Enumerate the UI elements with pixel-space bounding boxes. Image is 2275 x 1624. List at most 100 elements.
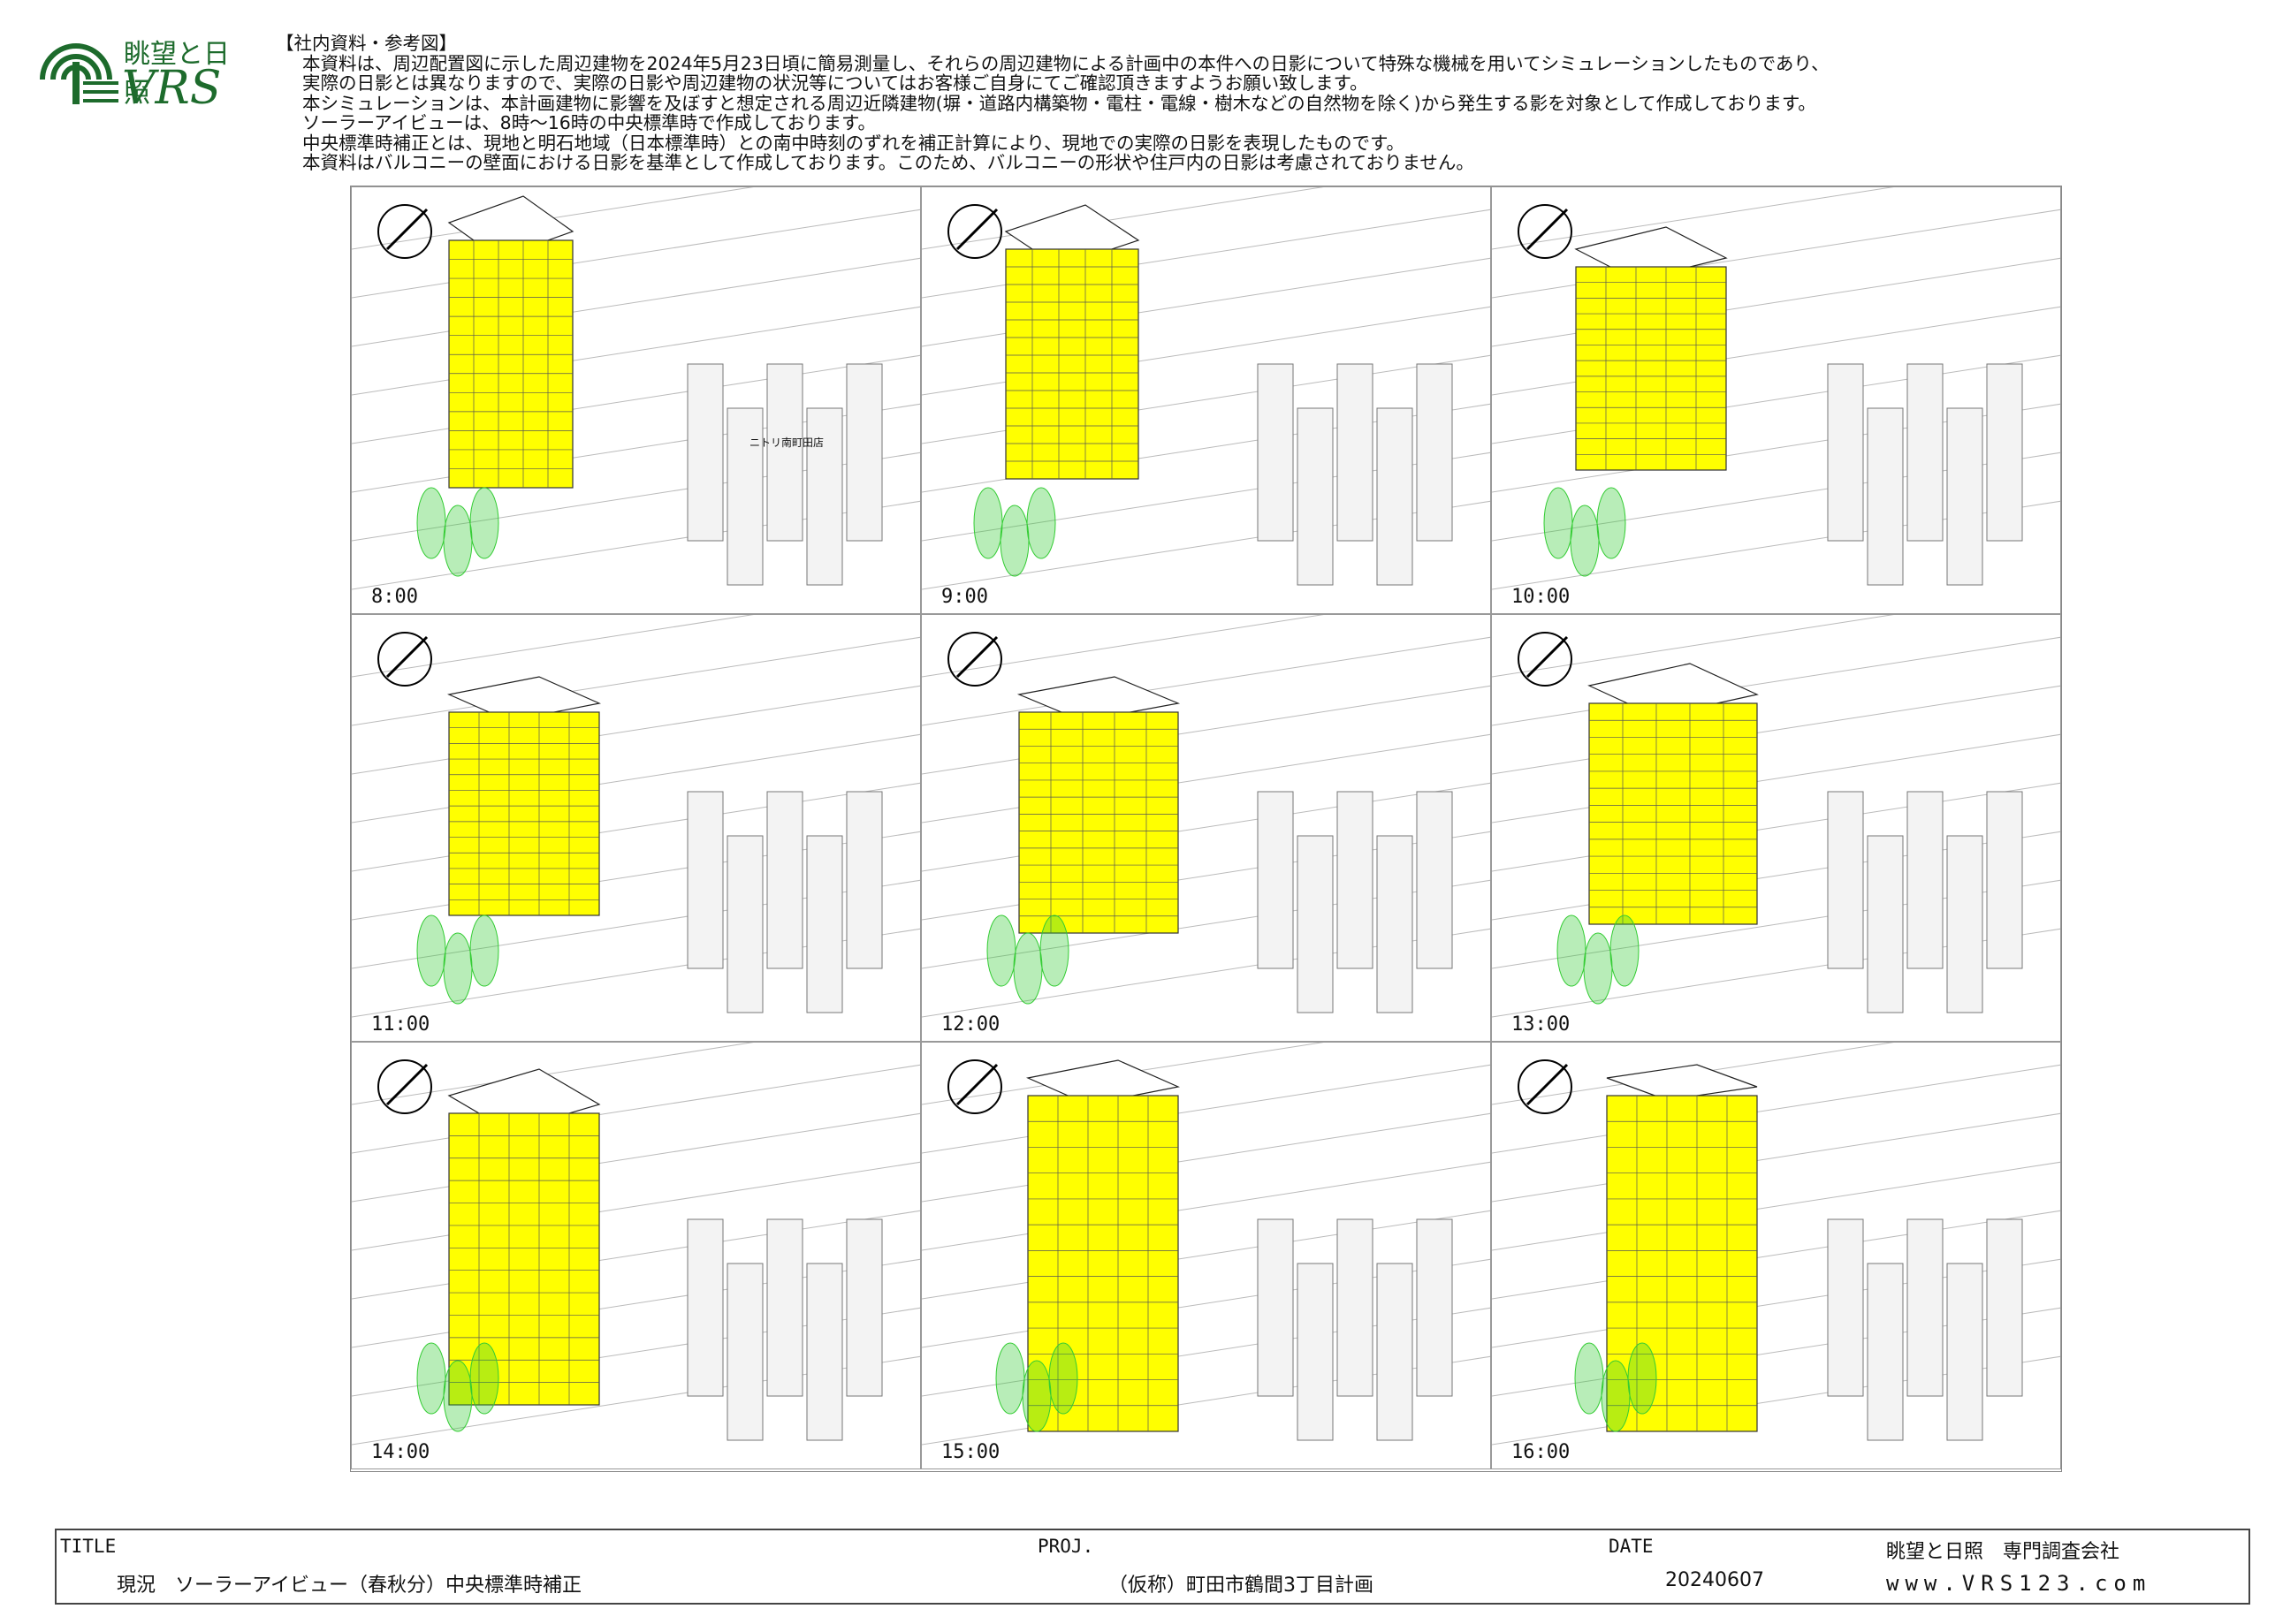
neighbor-building [727, 407, 764, 586]
compass-needle-icon [1526, 635, 1569, 679]
scene-drawing [1492, 1043, 2060, 1446]
planned-building-facade [1027, 1095, 1179, 1432]
tree-shape [1556, 914, 1586, 987]
street-line [1492, 187, 1894, 250]
neighbor-building [1336, 1218, 1373, 1397]
street-line [1492, 1043, 1894, 1105]
notes-line: 中央標準時補正とは、現地と明石地域（日本標準時）との南中時刻のずれを補正計算によ… [302, 132, 1405, 154]
neighbor-building [766, 791, 803, 969]
planned-building-roof [1606, 1064, 1758, 1101]
time-label: 10:00 [1511, 586, 1571, 608]
title-block: TITLE 現況 ソーラーアイビュー（春秋分）中央標準時補正 PROJ. （仮称… [55, 1529, 2250, 1605]
tree-shape [973, 487, 1003, 559]
vrs-logo: 眺望と日照 VRS [35, 27, 247, 115]
compass-needle-icon [1526, 1063, 1569, 1106]
time-label: 14:00 [371, 1441, 430, 1463]
street-line [922, 782, 1490, 872]
neighbor-building [687, 363, 724, 542]
tree-shape [1609, 914, 1640, 987]
street-line [352, 636, 920, 726]
neighbor-building [1257, 363, 1294, 542]
compass-circle-icon [1518, 632, 1572, 687]
neighbor-building [806, 835, 843, 1013]
compass-circle-icon [377, 632, 432, 687]
tree-shape [1026, 487, 1056, 559]
neighbor-building [1416, 791, 1453, 969]
neighbor-building [1416, 1218, 1453, 1397]
neighbor-building [766, 363, 803, 542]
time-label: 11:00 [371, 1013, 430, 1036]
sun-arc-logo-icon [40, 43, 118, 104]
tree-shape [1596, 487, 1626, 559]
tree-shape [443, 932, 473, 1005]
notes-line: ソーラーアイビューは、8時～16時の中央標準時で作成しております。 [302, 112, 877, 133]
neighbor-building [1376, 1263, 1413, 1441]
street-line [352, 615, 754, 678]
scene-drawing [1492, 615, 2060, 1018]
planned-building-facade [1005, 248, 1139, 480]
street-line [352, 685, 920, 775]
street-line [922, 615, 1324, 678]
website-text: www.VRS123.com [1886, 1571, 2152, 1596]
panel-0900: 9:00 [921, 186, 1491, 614]
date-label: DATE [1609, 1536, 1654, 1557]
notes-heading: 【社内資料・参考図】 [276, 33, 457, 54]
street-line [352, 782, 920, 872]
tree-shape [1039, 914, 1069, 987]
scene-drawing [352, 1043, 920, 1446]
street-line [1492, 1112, 2060, 1203]
neighbor-building [806, 407, 843, 586]
street-line [922, 636, 1490, 726]
compass-needle-icon [1526, 208, 1569, 251]
tree-shape [469, 1342, 499, 1415]
street-line [922, 1210, 1490, 1300]
neighbor-building [1827, 363, 1864, 542]
compass-needle-icon [385, 1063, 429, 1106]
time-label: 15:00 [941, 1441, 1001, 1463]
compass-needle-icon [385, 635, 429, 679]
tree-shape [443, 505, 473, 577]
logo-brand-text: 眺望と日照 [124, 39, 230, 109]
panel-1600: 16:00 [1491, 1042, 2061, 1469]
panel-1300: 13:00 [1491, 614, 2061, 1042]
neighbor-building [1376, 835, 1413, 1013]
compass-circle-icon [1518, 1059, 1572, 1114]
panel-1100: 11:00 [351, 614, 921, 1042]
street-line [922, 1112, 1490, 1203]
tree-shape [469, 914, 499, 987]
panel-1000: 10:00 [1491, 186, 2061, 614]
neighbor-building [1946, 1263, 1983, 1441]
neighbor-building [727, 835, 764, 1013]
tree-shape [986, 914, 1016, 987]
time-label: 8:00 [371, 586, 418, 608]
neighbor-building [1946, 407, 1983, 586]
street-line [1492, 1064, 2060, 1154]
tree-shape [1543, 487, 1573, 559]
neighbor-building [846, 363, 883, 542]
tree-shape [1583, 932, 1613, 1005]
scene-drawing [352, 187, 920, 590]
planned-building-facade [1575, 266, 1727, 471]
planned-building-facade [448, 239, 574, 489]
neighbor-building [846, 1218, 883, 1397]
logo-vrs-mark: VRS [122, 62, 222, 115]
scene-drawing [352, 615, 920, 1018]
neighbor-building [727, 1263, 764, 1441]
planned-building-facade [1606, 1095, 1758, 1432]
compass-needle-icon [955, 635, 999, 679]
compass-needle-icon [955, 208, 999, 251]
street-line [352, 187, 754, 250]
compass-needle-icon [955, 1063, 999, 1106]
neighbor-building [1906, 363, 1944, 542]
neighbor-building [1257, 1218, 1294, 1397]
panel-0800: ニトリ南町田店 8:00 [351, 186, 921, 614]
street-line [922, 685, 1490, 775]
date-value: 20240607 [1665, 1569, 1764, 1591]
neighbor-building [1416, 363, 1453, 542]
compass-circle-icon [1518, 204, 1572, 259]
neighbor-building [1986, 791, 2023, 969]
street-line [352, 1161, 920, 1251]
compass-circle-icon [947, 204, 1002, 259]
company-name: 眺望と日照 専門調査会社 [1886, 1541, 2120, 1563]
planned-building-facade [448, 1112, 600, 1406]
